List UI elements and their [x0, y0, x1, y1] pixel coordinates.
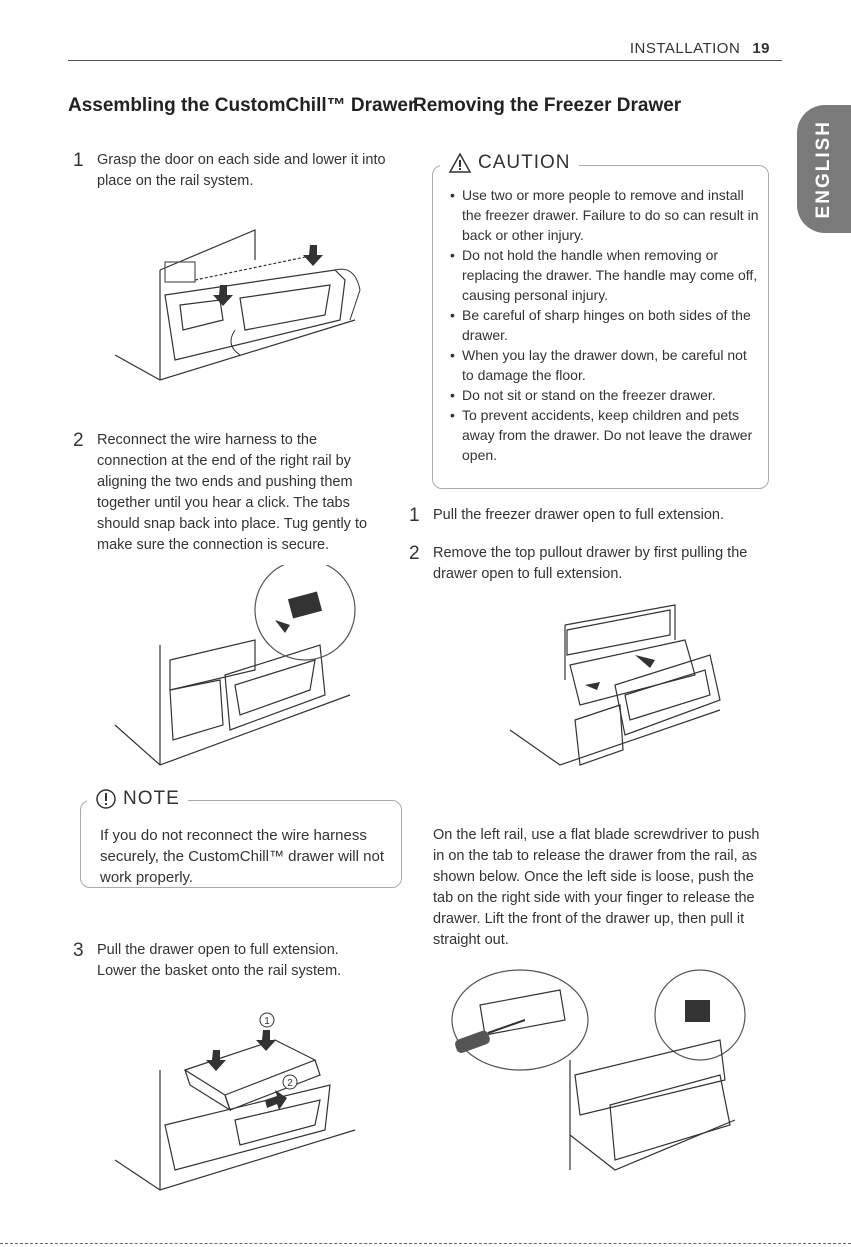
- right-step-2: 2 Remove the top pullout drawer by first…: [409, 543, 773, 585]
- caution-item: Use two or more people to remove and ins…: [450, 185, 760, 245]
- step-number: 1: [73, 150, 84, 171]
- release-instructions: On the left rail, use a flat blade screw…: [433, 827, 760, 948]
- step-number: 1: [409, 505, 420, 526]
- note-label: NOTE: [123, 788, 180, 809]
- left-step-3: 3 Pull the drawer open to full extension…: [73, 940, 379, 982]
- left-step-1: 1 Grasp the door on each side and lower …: [73, 150, 397, 192]
- note-box: [80, 800, 402, 888]
- note-info-icon: [96, 789, 116, 809]
- note-text: If you do not reconnect the wire harness…: [100, 827, 384, 886]
- step-text: Grasp the door on each side and lower it…: [97, 152, 386, 189]
- caution-item: Be careful of sharp hinges on both sides…: [450, 305, 760, 345]
- step-text: Pull the drawer open to full extension. …: [97, 942, 342, 979]
- basket-illustration: 1 2: [114, 1012, 356, 1191]
- step-text: Reconnect the wire harness to the connec…: [97, 432, 368, 553]
- right-step-1: 1 Pull the freezer drawer open to full e…: [409, 505, 773, 526]
- step-number: 2: [73, 430, 84, 451]
- caution-heading: CAUTION: [440, 152, 579, 174]
- caution-item: When you lay the drawer down, be careful…: [450, 345, 760, 385]
- section-title: INSTALLATION: [629, 40, 741, 57]
- drawer-door-illustration: [114, 229, 361, 381]
- caution-item: Do not sit or stand on the freezer drawe…: [450, 385, 760, 405]
- language-tab-label: ENGLISH: [813, 119, 834, 219]
- right-section-title: Removing the Freezer Drawer: [413, 95, 682, 116]
- caution-box: [432, 165, 769, 489]
- freezer-drawer-illustration: [509, 604, 721, 766]
- step-text: Pull the freezer drawer open to full ext…: [433, 507, 724, 523]
- left-section-title: Assembling the CustomChill™ Drawer: [68, 95, 416, 116]
- caution-item: To prevent accidents, keep children and …: [450, 405, 760, 465]
- running-header: INSTALLATION 19: [560, 40, 770, 57]
- page-bottom-rule: [0, 1243, 851, 1244]
- callout-1: 1: [264, 1016, 270, 1027]
- step-number: 3: [73, 940, 84, 961]
- left-step-2: 2 Reconnect the wire harness to the conn…: [73, 430, 379, 556]
- step-text: Remove the top pullout drawer by first p…: [433, 545, 748, 582]
- step-number: 2: [409, 543, 420, 564]
- screwdriver-release-illustration: [451, 969, 746, 1171]
- header-rule: [68, 60, 782, 61]
- caution-label: CAUTION: [478, 152, 571, 173]
- language-tab: ENGLISH: [797, 105, 851, 233]
- page-number: 19: [752, 40, 770, 57]
- wire-harness-illustration: [114, 565, 356, 766]
- note-heading: NOTE: [87, 788, 188, 810]
- callout-2: 2: [287, 1078, 293, 1089]
- caution-list: Use two or more people to remove and ins…: [450, 185, 760, 465]
- caution-item: Do not hold the handle when removing or …: [450, 245, 760, 305]
- warning-icon: [448, 152, 472, 173]
